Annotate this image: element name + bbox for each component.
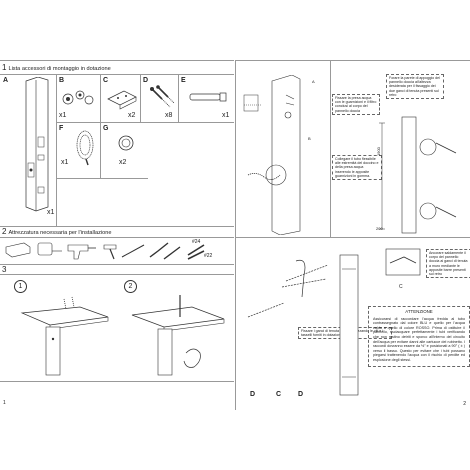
item-quantity: x2 — [128, 112, 136, 119]
attention-title: ATTENZIONE — [405, 309, 433, 314]
item-letter: F — [59, 125, 64, 132]
fitting-kit-illustration — [62, 90, 94, 105]
anchor-detail-illustration — [385, 248, 421, 276]
detail-label: C — [399, 284, 403, 290]
dimension-label: 1900 — [376, 147, 381, 156]
detail-label: B — [308, 136, 311, 141]
callout-letter: C — [276, 391, 282, 398]
detail-label: A — [312, 79, 315, 84]
item-quantity: x1 — [222, 112, 230, 119]
water-connection-illustration — [243, 75, 301, 235]
screws-illustration — [150, 85, 175, 108]
water-inlet-illustration — [189, 92, 227, 102]
step-2-illustration — [131, 295, 225, 376]
panel-side-illustration — [339, 254, 359, 396]
manual-page-2: A B Fissare la presa acqua con le guarni… — [236, 60, 470, 411]
wrench-size-label: #22 — [204, 253, 213, 259]
attention-body: Assicurarsi di raccordare l'acqua fredda… — [373, 316, 465, 362]
item-quantity: x2 — [119, 159, 127, 166]
item-quantity: x8 — [165, 112, 173, 119]
shower-panel-illustration — [25, 77, 49, 212]
item-quantity: x1 — [47, 209, 55, 216]
hand-shower-hose-illustration — [76, 130, 94, 166]
item-letter: A — [3, 77, 9, 84]
hose-note: Collegare il tubo flessibile alle estrem… — [332, 155, 382, 181]
wall-drilling-note: Forare la parete di appoggio del pannell… — [386, 74, 444, 100]
section-3-header: 3 — [2, 265, 7, 274]
step-1-illustration — [20, 296, 109, 376]
item-quantity: x1 — [59, 112, 67, 119]
item-letter: E — [181, 77, 186, 84]
item-quantity: x1 — [61, 159, 69, 166]
item-letter: C — [103, 77, 109, 84]
wall-hook-illustration — [107, 90, 137, 110]
dimension-label: 200 — [376, 226, 383, 231]
page-number: 1 — [3, 400, 6, 406]
item-letter: D — [143, 77, 149, 84]
callout-letter: D — [298, 391, 304, 398]
hook-fixing-illustration — [247, 259, 329, 318]
step-number: 2 — [124, 280, 137, 293]
callout-letter: D — [250, 391, 256, 398]
water-inlet-note: Fissare la presa acqua con le guarnizion… — [332, 94, 380, 115]
item-letter: B — [59, 77, 65, 84]
step-number: 1 — [14, 280, 27, 293]
wrench-size-label: #24 — [192, 239, 201, 245]
wall-drilling-illustration — [379, 116, 457, 234]
gasket-illustration — [118, 135, 134, 151]
attention-box: ATTENZIONE Assicurarsi di raccordare l'a… — [368, 306, 470, 367]
tools-illustration — [5, 242, 205, 260]
anchor-note: Ancorare saldamente il corpo del pannell… — [426, 249, 470, 279]
page-number: 2 — [463, 401, 466, 407]
item-letter: G — [103, 125, 109, 132]
